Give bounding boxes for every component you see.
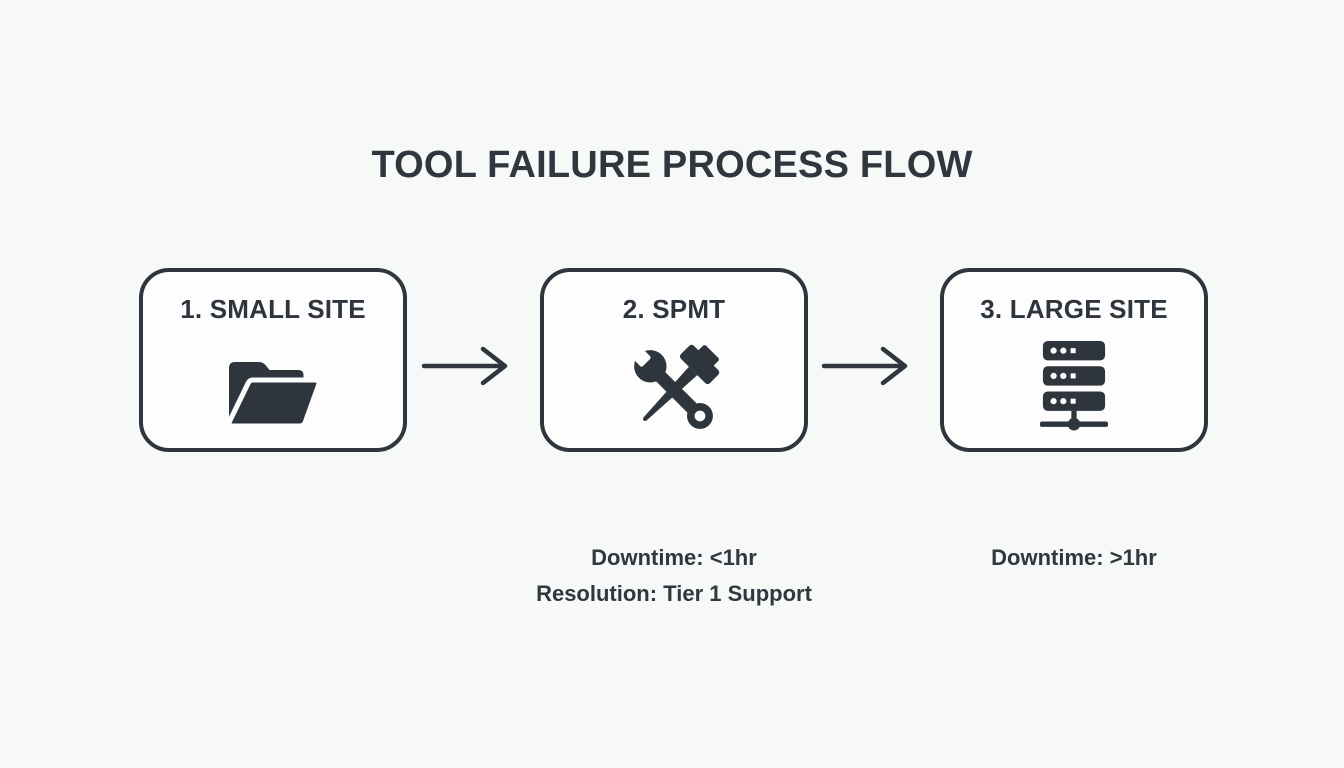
step-label-spmt: 2. SPMT: [622, 294, 726, 324]
folder-icon: [223, 331, 323, 448]
note-spmt-downtime: Downtime: <1hr: [591, 545, 757, 570]
arrow-right-icon: [821, 344, 925, 388]
step-box-spmt: 2. SPMT: [540, 268, 808, 452]
arrow-right-icon: [421, 344, 525, 388]
wrench-hammer-icon: [620, 331, 728, 448]
step-box-large-site: 3. LARGE SITE: [940, 268, 1208, 452]
note-large-site: Downtime: >1hr: [864, 540, 1284, 576]
note-spmt: Downtime: <1hr Resolution: Tier 1 Suppor…: [464, 540, 884, 612]
step-label-small-site: 1. SMALL SITE: [180, 294, 366, 324]
note-spmt-resolution: Resolution: Tier 1 Support: [536, 581, 812, 606]
server-icon: [1035, 331, 1113, 448]
step-box-small-site: 1. SMALL SITE: [139, 268, 407, 452]
page-title: TOOL FAILURE PROCESS FLOW: [371, 144, 973, 186]
step-label-large-site: 3. LARGE SITE: [980, 294, 1168, 324]
note-large-downtime: Downtime: >1hr: [991, 545, 1157, 570]
